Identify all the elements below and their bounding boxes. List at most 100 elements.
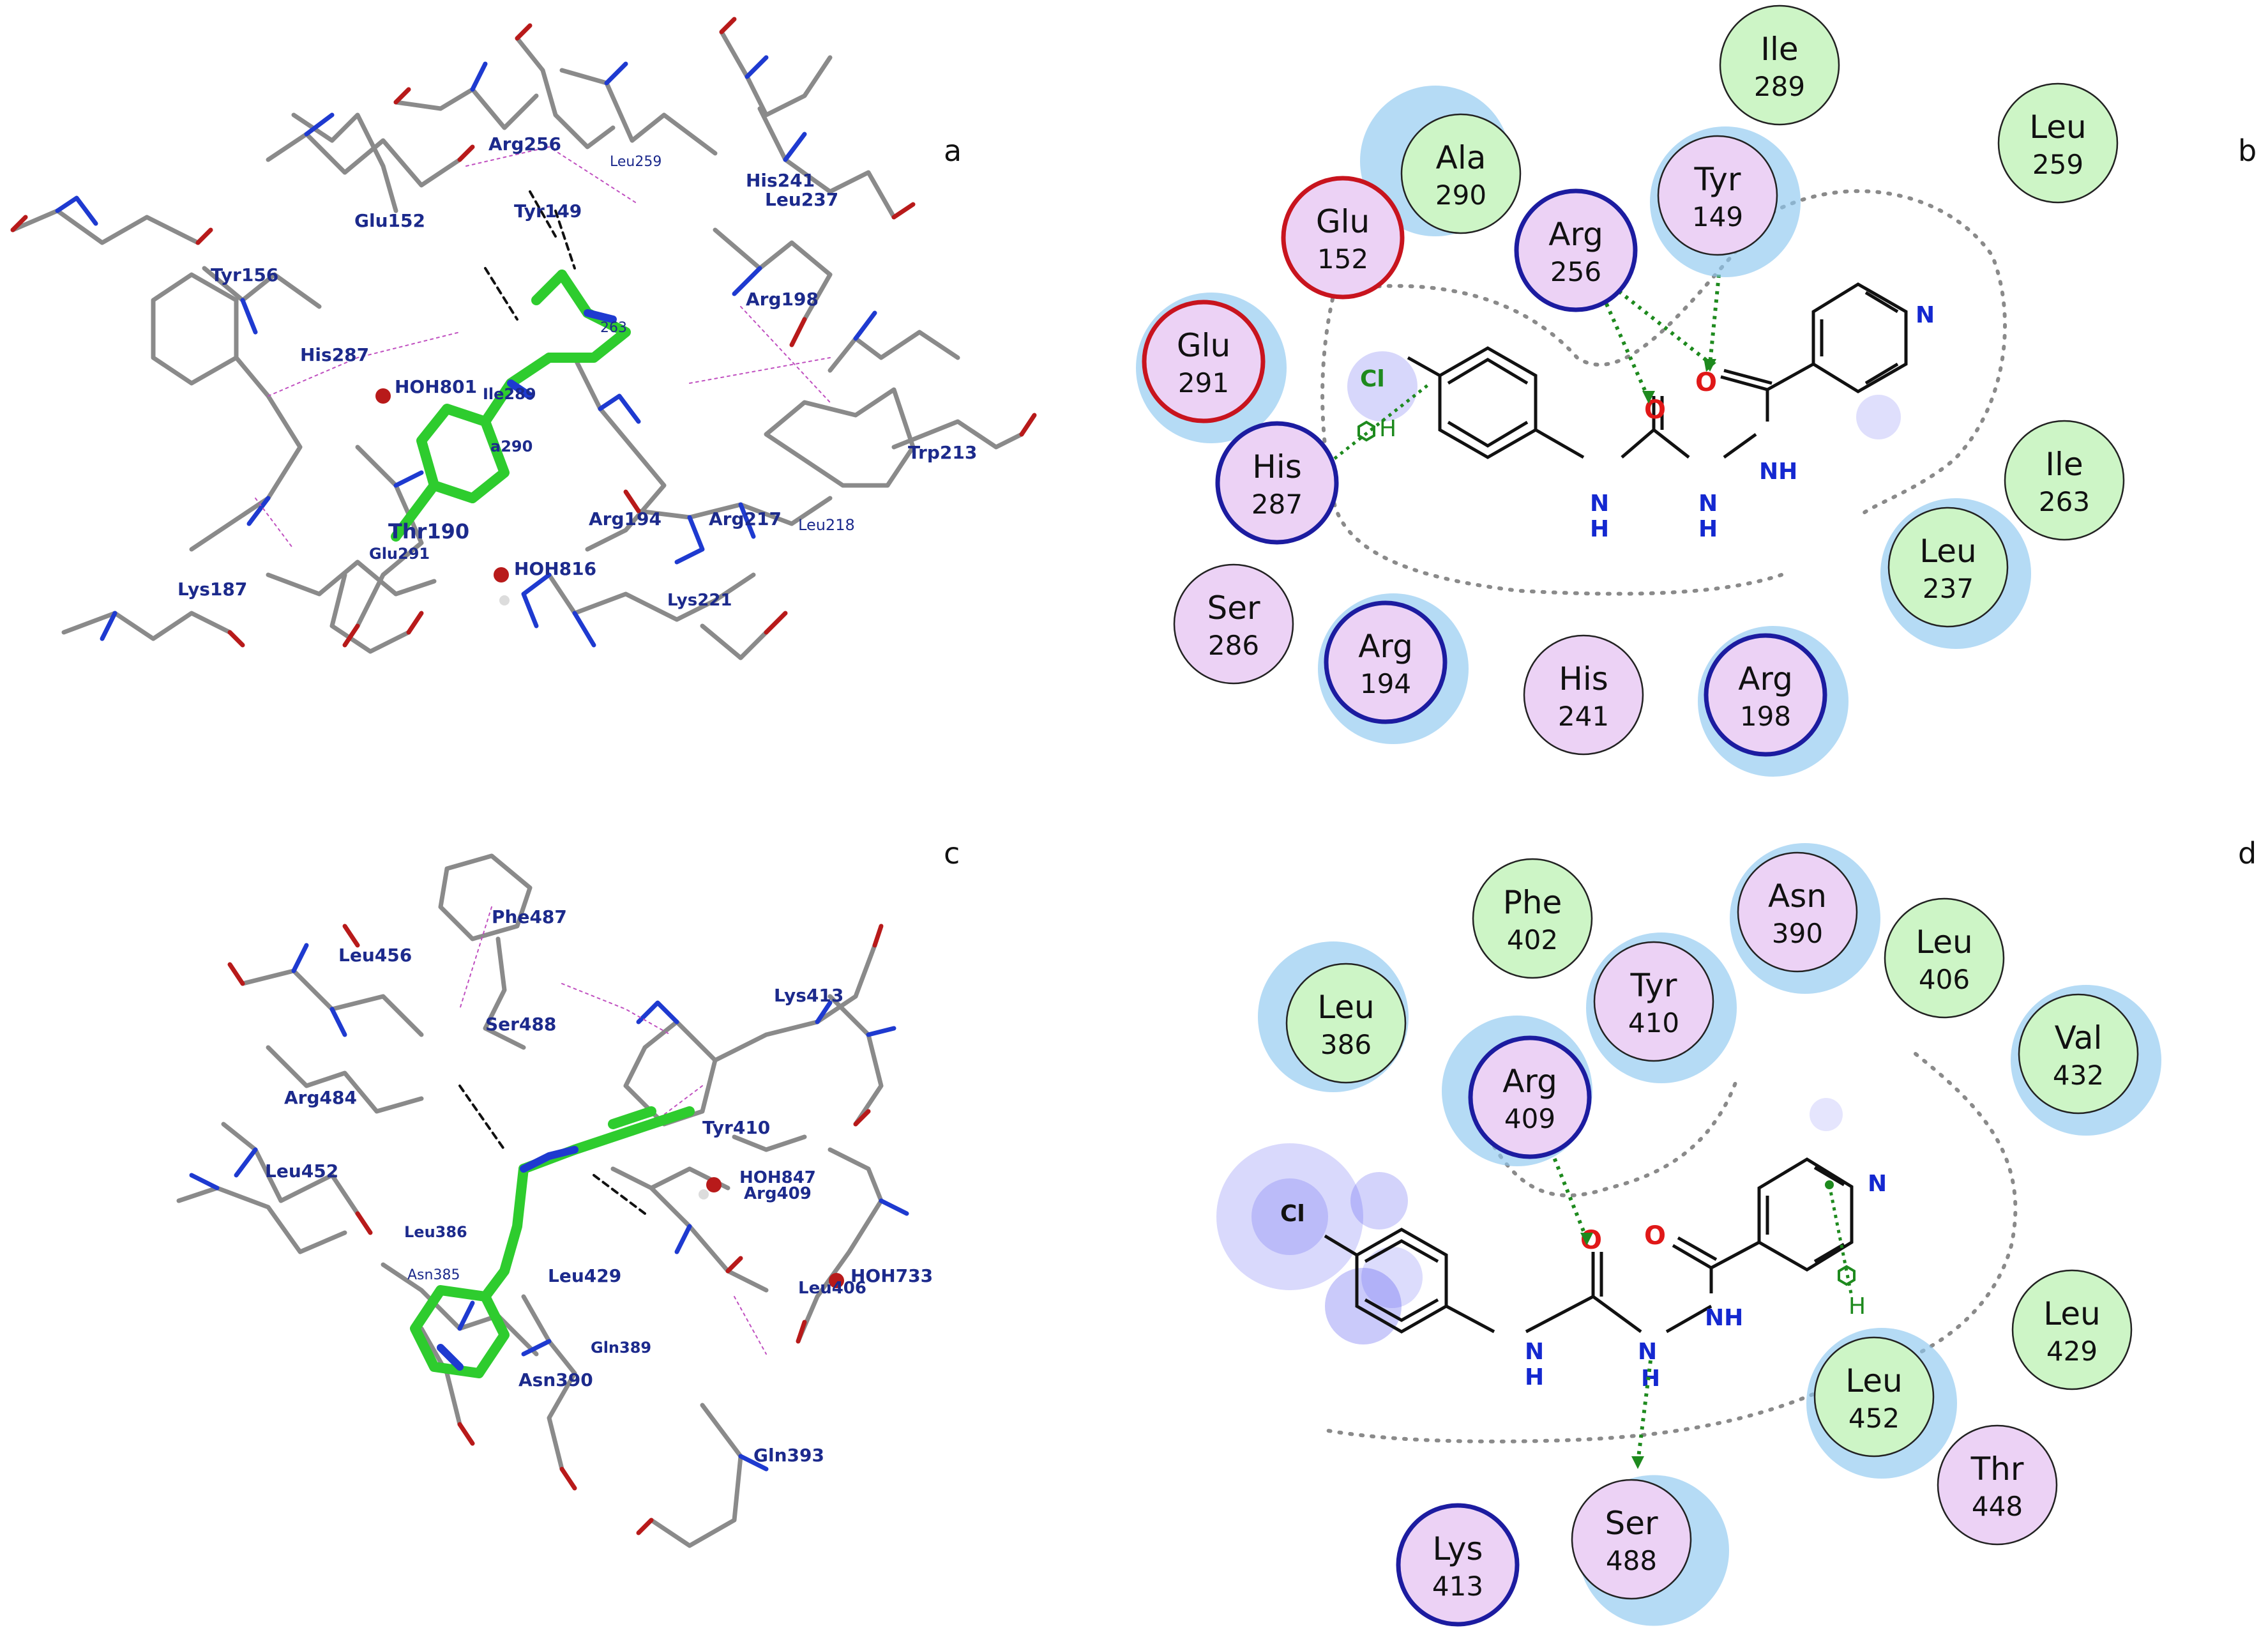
arene-h-label: H (1848, 1293, 1866, 1320)
panel-c-label: Leu452 (265, 1161, 338, 1182)
residue-disc (1468, 1035, 1592, 1159)
panel-c-label: Leu429 (548, 1265, 621, 1286)
residue-name: Phe (1503, 884, 1562, 921)
panel-a-label: Glu152 (354, 210, 425, 231)
panel-b-letter: b (2238, 133, 2257, 168)
panel-c-label: HOH733 (850, 1265, 933, 1286)
panel-b-2d-map: b Cl O O N (1136, 4, 2257, 777)
panel-c-label: Gln393 (753, 1445, 824, 1466)
residue-lys-413: Lys 413 (1396, 1503, 1520, 1627)
residue-number: 409 (1504, 1103, 1555, 1134)
panel-a-label: Leu259 (610, 154, 662, 170)
residue-name: Ser (1605, 1505, 1658, 1542)
pyridine-n-label: N (1916, 302, 1935, 328)
residue-name: Thr (1970, 1450, 2024, 1488)
panel-d-ligand-atoms: Cl O O N N H N H NH H (1280, 1171, 1887, 1392)
panel-c-letter: c (944, 836, 960, 871)
panel-a-label: Arg198 (746, 289, 819, 310)
hydrazide-n-label: N (1698, 491, 1718, 517)
residue-his-241: His241 (1523, 634, 1644, 756)
residue-name: Ile (2045, 446, 2083, 483)
panel-c-label: Arg484 (284, 1087, 357, 1108)
oxygen-atom-label: O (1695, 368, 1717, 397)
residue-name: Arg (1548, 216, 1603, 253)
residue-name: Val (2055, 1019, 2103, 1056)
chlorine-atom-label: Cl (1280, 1201, 1305, 1227)
residue-asn-390: Asn390 (1730, 843, 1880, 994)
panel-a-3d-view: a (10, 17, 1037, 660)
residue-number: 452 (1848, 1403, 1900, 1434)
residue-ile-289: Ile289 (1719, 4, 1840, 126)
residue-number: 413 (1432, 1571, 1483, 1602)
residue-number: 237 (1923, 573, 1974, 604)
panel-b-residues: Ile289Ala290Leu259Tyr149Glu152Arg256Glu2… (1136, 4, 2125, 777)
panel-a-label: Lys187 (178, 579, 247, 600)
panel-a-label: Ile289 (483, 385, 536, 403)
residue-tyr-149: Tyr149 (1650, 126, 1801, 277)
residue-number: 390 (1772, 918, 1823, 949)
panel-c-label: Tyr410 (702, 1117, 770, 1138)
residue-his-287: His 287 (1215, 421, 1339, 545)
residue-number: 287 (1251, 489, 1303, 520)
panel-b-interactions (1333, 274, 1721, 460)
residue-disc (1937, 1424, 2058, 1546)
residue-number: 263 (2039, 486, 2090, 517)
residue-disc (1997, 82, 2119, 204)
amide-n-label: N (1525, 1339, 1544, 1365)
residue-leu-406: Leu406 (1884, 897, 2005, 1019)
arene-h-interaction-icon (1838, 1265, 1856, 1286)
residue-name: Tyr (1630, 967, 1677, 1004)
panel-c-label: Ser488 (485, 1014, 556, 1035)
panel-a-label: Trp213 (908, 442, 977, 463)
panel-d-2d-map: d Cl (1216, 836, 2257, 1627)
residue-arg-409: Arg409 (1442, 1016, 1592, 1166)
residue-disc (2018, 993, 2139, 1115)
residue-disc (1887, 506, 2009, 628)
hydrazide-nh-label: NH (1705, 1305, 1743, 1331)
residue-name: Glu (1177, 327, 1230, 364)
hydrazide-h-label: H (1698, 516, 1718, 542)
residue-number: 488 (1606, 1545, 1657, 1576)
residue-name: Glu (1316, 203, 1370, 240)
residue-disc (1400, 113, 1522, 234)
residue-name: His (1252, 448, 1302, 485)
chlorine-atom-label: Cl (1360, 366, 1385, 392)
panel-a-label: 263 (600, 320, 627, 336)
panel-a-label: Thr190 (388, 519, 469, 544)
panel-a-label: Tyr156 (211, 264, 278, 286)
residue-disc (1737, 851, 1858, 973)
panel-a-label: His241 (746, 170, 815, 191)
panel-a-label: Lys221 (667, 591, 732, 610)
panel-c-label: Leu456 (338, 945, 412, 966)
panel-b-pocket-outline (1320, 189, 2007, 596)
residue-disc (1571, 1479, 1692, 1600)
panel-c-label: HOH847 (739, 1168, 816, 1187)
residue-number: 198 (1740, 701, 1791, 732)
residue-disc (1215, 421, 1339, 545)
residue-disc (1813, 1336, 1935, 1458)
panel-a-label: Arg256 (488, 133, 561, 155)
residue-name: Lys (1433, 1530, 1483, 1567)
residue-number: 149 (1692, 201, 1743, 232)
panel-a-label: a290 (490, 438, 533, 455)
residue-disc (1396, 1503, 1520, 1627)
residue-name: His (1559, 660, 1608, 697)
residue-name: Ala (1436, 139, 1486, 176)
residue-number: 291 (1178, 367, 1229, 399)
residue-name: Asn (1768, 878, 1827, 915)
panel-a-label: Glu291 (369, 545, 430, 563)
residue-arg-194: Arg194 (1318, 593, 1469, 744)
residue-name: Arg (1738, 660, 1793, 697)
panel-c-label: Leu406 (798, 1279, 866, 1298)
panel-a-label: His287 (300, 344, 369, 365)
panel-d-interactions (1546, 1142, 1856, 1469)
panel-a-label: Arg194 (589, 508, 662, 529)
panel-c-label: Leu386 (404, 1223, 467, 1241)
residue-disc (1719, 4, 1840, 126)
